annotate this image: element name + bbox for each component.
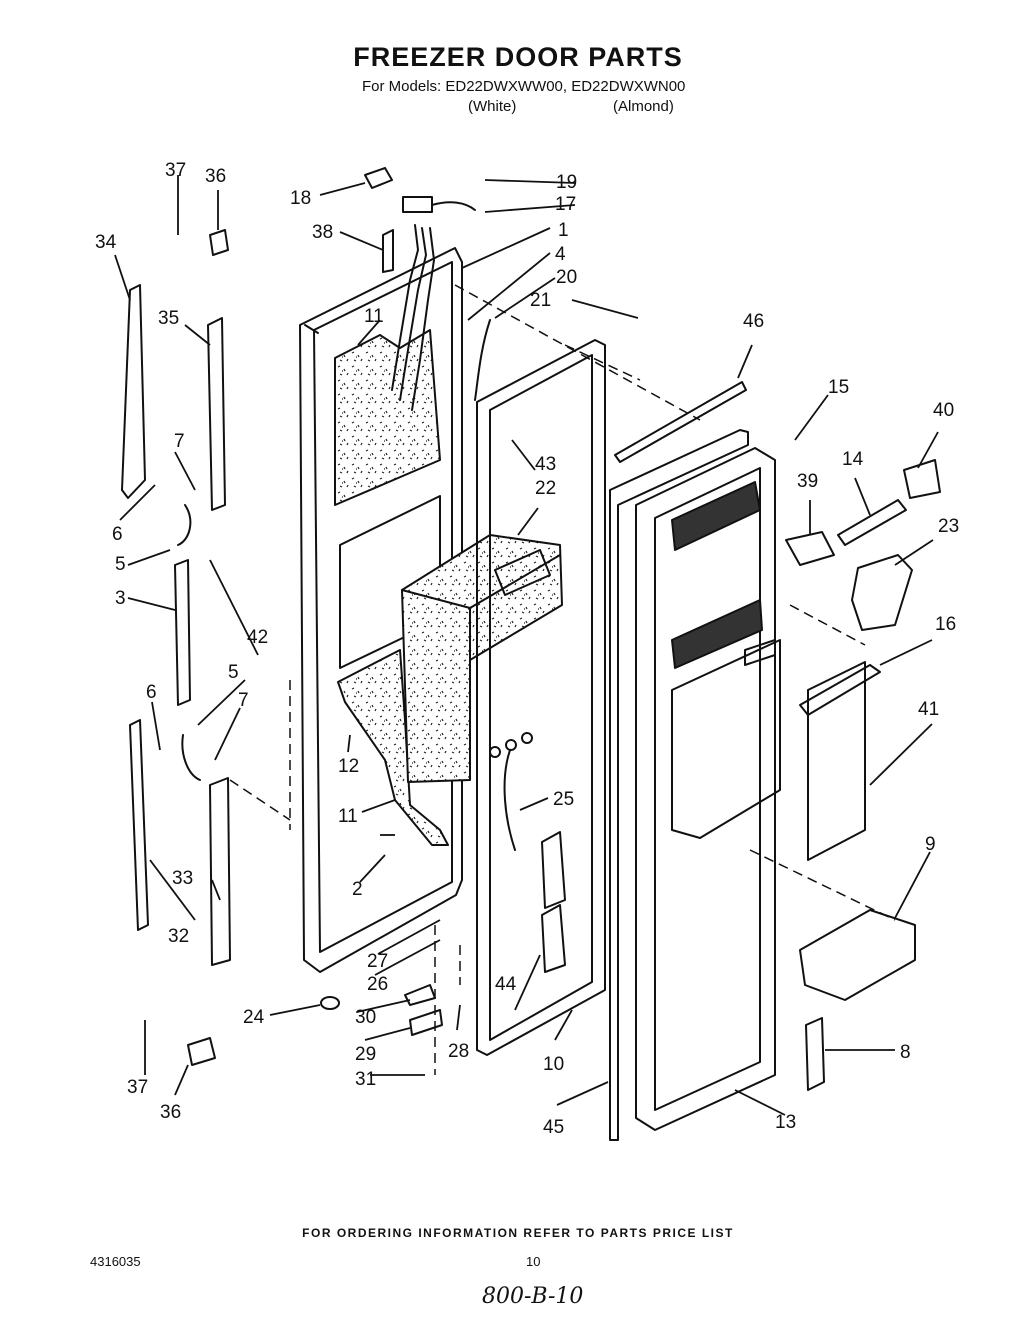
hinge-channel-35 <box>207 317 226 511</box>
callout-13: 13 <box>775 1112 796 1133</box>
strip-33 <box>129 719 149 931</box>
callout-8: 8 <box>900 1042 911 1063</box>
part-39-bracket <box>785 531 835 566</box>
part-36-hinge-upper <box>209 229 229 256</box>
handwritten-note: 800-B-10 <box>482 1284 584 1309</box>
callout-18: 18 <box>290 188 311 209</box>
ordering-note: FOR ORDERING INFORMATION REFER TO PARTS … <box>302 1226 734 1240</box>
callout-31: 31 <box>355 1069 376 1090</box>
channel-3 <box>174 559 191 706</box>
callout-4: 4 <box>555 244 566 265</box>
trim-strip <box>614 381 747 463</box>
hinge-strip-34 <box>121 284 146 499</box>
callout-23: 23 <box>938 516 959 537</box>
part-41-panel <box>807 661 866 861</box>
callout-2: 2 <box>352 879 363 900</box>
part-8-bracket <box>805 1017 825 1091</box>
callout-19: 19 <box>556 172 577 193</box>
callout-43: 43 <box>535 454 556 475</box>
wire-harness <box>391 196 476 411</box>
part-5-clip-upper <box>177 504 192 546</box>
callout-38: 38 <box>312 222 333 243</box>
callout-29: 29 <box>355 1044 376 1065</box>
callout-17: 17 <box>555 194 576 215</box>
variant-almond: (Almond) <box>613 98 674 115</box>
outer-door-edge <box>609 429 749 1141</box>
callout-labels: 1 2 3 4 5 5 6 6 7 7 8 9 10 11 11 12 13 1… <box>95 160 959 1138</box>
callout-25: 25 <box>553 789 574 810</box>
callout-11-lower: 11 <box>338 806 358 827</box>
callout-1: 1 <box>558 220 569 241</box>
callout-11-upper: 11 <box>364 306 384 327</box>
callout-41: 41 <box>918 699 939 720</box>
callout-7-lower: 7 <box>238 690 249 711</box>
callout-14: 14 <box>842 449 864 470</box>
leader-lines <box>114 175 939 1116</box>
callout-36-lower: 36 <box>160 1102 181 1123</box>
callout-22: 22 <box>535 478 556 499</box>
part-44-block-lower <box>541 904 566 973</box>
part-20-tube <box>474 319 491 401</box>
insulation-lower <box>337 649 449 846</box>
callout-21: 21 <box>530 290 551 311</box>
document-number: 4316035 <box>90 1254 141 1269</box>
part-14-rail <box>837 499 907 546</box>
callout-20: 20 <box>556 267 577 288</box>
part-23-chute <box>851 554 913 631</box>
callout-27: 27 <box>367 951 388 972</box>
part-16-rail <box>799 664 881 716</box>
callout-9: 9 <box>925 834 936 855</box>
page-number: 10 <box>526 1254 541 1269</box>
callout-34: 34 <box>95 232 117 253</box>
callout-6-upper: 6 <box>112 524 123 545</box>
ice-chute-housing <box>401 534 563 783</box>
insulation-upper <box>334 329 441 506</box>
part-44-block-upper <box>541 831 566 909</box>
page-title: FREEZER DOOR PARTS <box>353 42 683 72</box>
callout-46: 46 <box>743 311 764 332</box>
inner-door-panel <box>299 247 463 973</box>
callout-32: 32 <box>168 926 189 947</box>
callout-28: 28 <box>448 1041 469 1062</box>
models-line: For Models: ED22DWXWW00, ED22DWXWN00 <box>362 78 686 95</box>
part-30-plate <box>404 984 436 1006</box>
callout-40: 40 <box>933 400 954 421</box>
outer-door-liner <box>635 447 781 1131</box>
part-40-cap <box>903 459 941 499</box>
part-25-tube <box>503 749 516 851</box>
callout-26: 26 <box>367 974 388 995</box>
part-38-rod <box>382 229 394 273</box>
callout-5-lower: 5 <box>228 662 239 683</box>
callout-10: 10 <box>543 1054 564 1075</box>
callout-16: 16 <box>935 614 956 635</box>
callout-44: 44 <box>495 974 517 995</box>
channel-32 <box>209 777 231 966</box>
callout-15: 15 <box>828 377 849 398</box>
callout-37-upper: 37 <box>165 160 186 181</box>
variant-white: (White) <box>468 98 517 115</box>
part-5-clip-lower <box>181 734 201 781</box>
callout-30: 30 <box>355 1007 376 1028</box>
callout-24: 24 <box>243 1007 265 1028</box>
callout-7-upper: 7 <box>174 431 185 452</box>
callout-37-lower: 37 <box>127 1077 148 1098</box>
callout-42: 42 <box>247 627 268 648</box>
callout-6-lower: 6 <box>146 682 157 703</box>
part-29-hinge <box>409 1009 443 1036</box>
part-18-clip <box>364 167 393 189</box>
part-9-bin <box>799 909 916 1001</box>
callout-36-upper: 36 <box>205 166 226 187</box>
door-gasket-frame <box>476 339 606 1056</box>
callout-33: 33 <box>172 868 193 889</box>
callout-3: 3 <box>115 588 126 609</box>
callout-35: 35 <box>158 308 179 329</box>
part-36-hinge-lower <box>187 1037 216 1066</box>
alignment-lines <box>229 284 896 1075</box>
callout-12: 12 <box>338 756 359 777</box>
callout-39: 39 <box>797 471 818 492</box>
callout-45: 45 <box>543 1117 564 1138</box>
callout-5-upper: 5 <box>115 554 126 575</box>
part-24-foot <box>320 996 340 1010</box>
